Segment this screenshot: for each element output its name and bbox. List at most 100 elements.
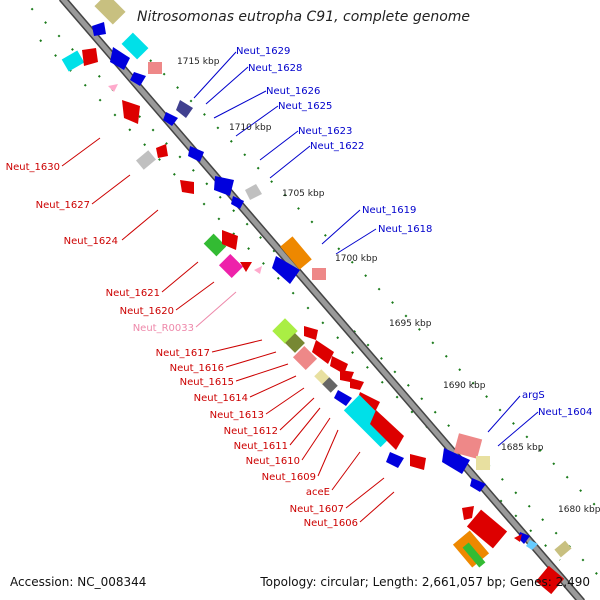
scale-label: 1710 kbp: [229, 123, 272, 133]
accession-text: Accession: NC_008344: [10, 575, 147, 589]
gene-blue-small: [130, 72, 146, 86]
scale-labels: 1715 kbp 1710 kbp 1705 kbp 1700 kbp 1695…: [177, 57, 600, 515]
leader-neut-1612: [279, 397, 315, 431]
gene-neut-1606: [462, 506, 474, 520]
leader-neut-1628: [205, 66, 249, 105]
gene-label-neut-1627: Neut_1627: [36, 200, 90, 211]
leader-neut-1627: [91, 174, 131, 205]
gene-bottom-red-2: [535, 565, 565, 595]
reverse-genes: [61, 48, 565, 595]
gene-neut-1616: [285, 333, 305, 353]
gene-neut-1609-blue: [386, 452, 404, 468]
gene-neut-1627-grey: [136, 150, 156, 170]
gene-neut-1611-blue: [334, 390, 352, 406]
gene-label-neut-1623: Neut_1623: [298, 126, 352, 137]
gene-neut-1625: [163, 112, 178, 126]
leader-neut-1626: [213, 90, 267, 119]
gene-label-neut-1611: Neut_1611: [234, 441, 288, 452]
leader-neut-1609: [317, 429, 339, 477]
gene-neut-1619: [280, 236, 312, 270]
gene-neut-1614: [330, 356, 348, 374]
gene-label-neut-1629: Neut_1629: [236, 46, 290, 57]
gene-neut-1627: [156, 144, 168, 158]
gene-label-neut-1616: Neut_1616: [170, 363, 224, 374]
gene-blue-bottom: [470, 478, 486, 492]
gene-label-neut-1621: Neut_1621: [106, 288, 160, 299]
gene-red-top: [82, 48, 98, 66]
gene-neut-1607: [410, 454, 426, 470]
gene-neut-1618: [272, 256, 300, 284]
leader-neut-1625: [235, 105, 279, 137]
gene-neut-1621: [222, 230, 238, 250]
gene-neut-1623: [188, 146, 204, 162]
leader-neut-1629: [193, 51, 237, 99]
leader-neut-1611: [289, 407, 321, 446]
gene-label-neut-1612: Neut_1612: [224, 426, 278, 437]
leader-neut-1623: [259, 130, 299, 161]
gene-grey: [245, 184, 262, 200]
scale-label: 1715 kbp: [177, 57, 220, 67]
gene-lightblue-tiny: [526, 540, 538, 550]
leader-neut-r0033: [195, 291, 237, 328]
gene-labels-right: Neut_1629 Neut_1628 Neut_1626 Neut_1625 …: [236, 46, 592, 418]
leader-neut-1616: [225, 351, 277, 368]
leader-neut-1618: [335, 228, 377, 255]
backbone-line: [60, 0, 584, 600]
leader-acee: [331, 451, 361, 491]
gene-args: [453, 433, 483, 459]
gene-label-neut-1618: Neut_1618: [378, 224, 432, 235]
leader-lines-rna: [195, 291, 237, 328]
leader-neut-1622: [269, 145, 311, 179]
leader-neut-1624: [121, 209, 159, 241]
scale-label: 1690 kbp: [443, 381, 486, 391]
gene-neut-1626: [176, 100, 193, 118]
gene-khaki-small: [476, 456, 490, 470]
gene-label-neut-1628: Neut_1628: [248, 63, 302, 74]
leader-neut-1617: [211, 339, 263, 353]
leader-neut-1610: [301, 417, 331, 461]
gene-label-neut-1630: Neut_1630: [6, 162, 60, 173]
leader-neut-1606: [359, 491, 395, 523]
gene-label-neut-1624: Neut_1624: [64, 236, 118, 247]
gene-neut-1630: [122, 100, 140, 124]
gene-label-neut-r0033: Neut_R0033: [133, 323, 194, 334]
gene-neut-1621-green: [203, 233, 227, 257]
gene-bottom-red-large: [466, 509, 508, 549]
leader-neut-1607: [345, 477, 385, 509]
gene-blue-small2: [231, 196, 244, 209]
genome-title: Nitrosomonas eutropha C91, complete geno…: [137, 9, 471, 25]
gene-label-neut-1614: Neut_1614: [194, 393, 248, 404]
gene-label-neut-1625: Neut_1625: [278, 101, 332, 112]
gene-neut-1615: [292, 345, 318, 371]
leader-neut-1621: [161, 261, 199, 293]
leader-neut-1614: [249, 375, 297, 398]
gene-bottom-green: [462, 542, 486, 568]
gene-label-neut-1610: Neut_1610: [246, 456, 300, 467]
gene-label-neut-1609: Neut_1609: [262, 472, 316, 483]
gene-rna-pink: [108, 84, 118, 92]
leader-neut-1615: [235, 363, 289, 382]
gene-label-neut-1619: Neut_1619: [362, 205, 416, 216]
gene-neut-1604: [442, 448, 470, 474]
genome-summary-text: Topology: circular; Length: 2,661,057 bp…: [260, 575, 590, 589]
gene-red-tiny: [514, 534, 522, 542]
scale-label: 1695 kbp: [389, 319, 432, 329]
gene-cyan-left: [61, 50, 85, 72]
scale-label: 1685 kbp: [501, 443, 544, 453]
gene-blue-arrow: [92, 22, 106, 36]
gene-label-neut-1620: Neut_1620: [120, 306, 174, 317]
gene-label-acee: aceE: [306, 487, 330, 498]
gene-neut-r0033: [254, 266, 262, 274]
leader-lines-left: [61, 137, 395, 523]
gene-khaki-bottom: [554, 540, 572, 558]
gene-red-1615b: [312, 340, 334, 364]
gene-label-neut-1622: Neut_1622: [310, 141, 364, 152]
gene-red-1612b: [350, 378, 364, 390]
gene-labels-rna: Neut_R0033: [133, 323, 194, 334]
gene-label-neut-1604: Neut_1604: [538, 407, 592, 418]
leader-neut-1604: [497, 411, 539, 447]
gene-labels-left: Neut_1630 Neut_1627 Neut_1624 Neut_1621 …: [6, 162, 358, 529]
leader-neut-1630: [61, 137, 101, 167]
